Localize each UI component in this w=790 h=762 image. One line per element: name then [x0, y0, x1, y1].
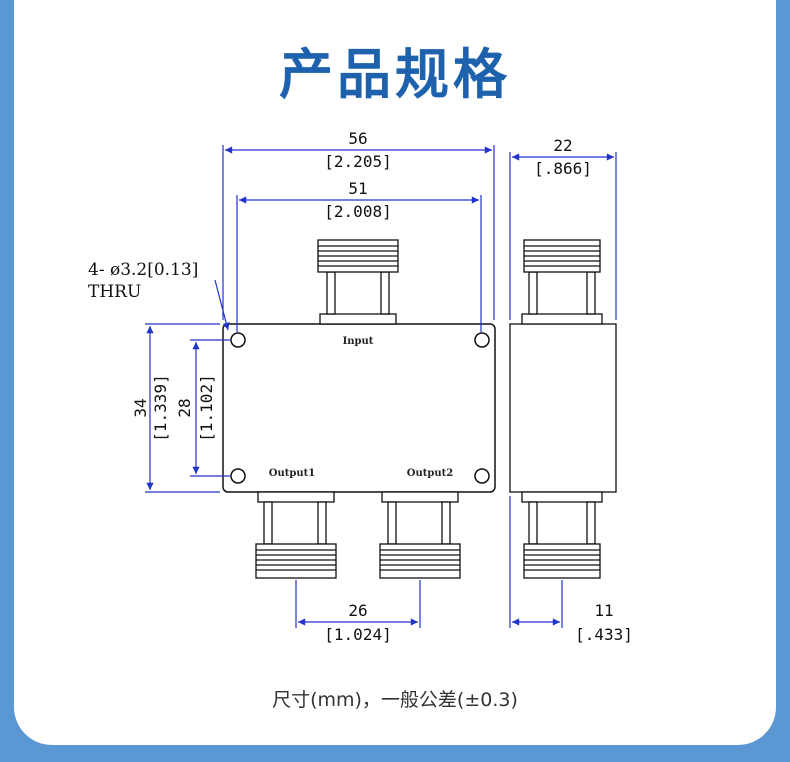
input-connector-front	[317, 239, 399, 325]
mounting-hole-br	[474, 468, 490, 484]
output2-port-label: Output2	[407, 468, 453, 479]
mounting-hole-tl	[230, 332, 246, 348]
dim-28-inch: [1.102]	[197, 374, 216, 441]
dimension-lines	[145, 145, 617, 628]
side-view	[509, 239, 617, 579]
front-view: Input Output1 Output2	[222, 323, 496, 493]
mounting-hole-tr	[474, 332, 490, 348]
input-port-label: Input	[343, 336, 374, 347]
output2-connector-front	[379, 491, 461, 579]
dim-26-mm: 26	[348, 601, 367, 620]
dim-22-inch: [.866]	[534, 159, 592, 178]
dim-26-inch: [1.024]	[324, 625, 391, 644]
dim-28-mm: 28	[175, 398, 194, 417]
dim-11-mm: 11	[594, 601, 613, 620]
dim-56-mm: 56	[348, 129, 367, 148]
tolerance-note: 尺寸(mm)，一般公差(±0.3)	[272, 689, 518, 711]
housing-front	[222, 323, 496, 493]
hole-callout-thru: THRU	[88, 282, 141, 302]
dim-56-inch: [2.205]	[324, 152, 391, 171]
dim-51-inch: [2.008]	[324, 202, 391, 221]
hole-callout-spec: 4- ø3.2[0.13]	[88, 260, 198, 280]
output1-connector-front	[255, 491, 337, 579]
mounting-hole-bl	[230, 468, 246, 484]
dim-11-inch: [.433]	[575, 625, 633, 644]
dim-51-mm: 51	[348, 179, 367, 198]
dim-34-inch: [1.339]	[151, 374, 170, 441]
dim-34-mm: 34	[131, 398, 150, 417]
dim-22-mm: 22	[553, 136, 572, 155]
housing-side	[509, 323, 617, 493]
page-title: 产品规格	[279, 43, 511, 106]
output1-port-label: Output1	[269, 468, 315, 479]
